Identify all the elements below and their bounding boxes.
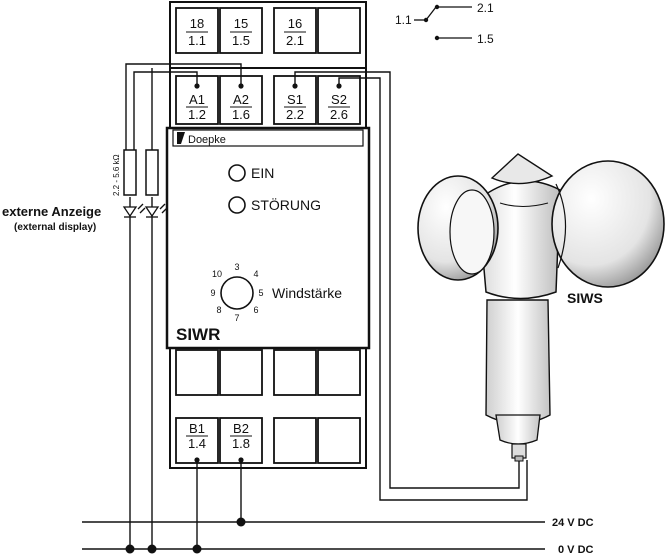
contact-nc-label: 2.1 [477,1,494,15]
doepke-logo-icon [177,132,185,144]
terminal-15-name: 15 [234,16,248,31]
terminal-18-name: 18 [190,16,204,31]
terminal-s1-name: S1 [287,92,303,107]
terminal-a1-name: A1 [189,92,205,107]
led-ein-label: EIN [251,165,274,181]
external-leds [122,203,168,218]
terminal-dots [194,83,342,463]
terminal-b1-code: 1.4 [188,436,206,451]
dial-number-6: 6 [253,305,258,315]
terminal-a2-name: A2 [233,92,249,107]
terminal-labels-bottom-2: B1 1.4 B2 1.8 [186,421,252,451]
terminal-labels-top-1: 18 1.1 15 1.5 16 2.1 [186,16,306,48]
dial-number-10: 10 [212,269,222,279]
led-ein: EIN [228,164,274,182]
dial-number-5: 5 [258,288,263,298]
led-ein-icon [228,164,246,182]
sensor-cup-right-icon [551,160,665,288]
dial-number-4: 4 [253,269,258,279]
contact-legend: 1.1 2.1 1.5 [395,1,494,46]
led-fault-label: STÖRUNG [251,196,321,213]
brand-strip: Doepke [172,129,364,147]
resistor-value: 2.2 - 5.6 kΩ [112,154,121,196]
brand-name: Doepke [188,134,226,146]
wind-sensor [417,153,665,462]
dial-number-8: 8 [216,305,221,315]
external-display-label: externe Anzeige [2,204,101,219]
switch-contact-icon [425,6,437,21]
terminal-16-name: 16 [288,16,302,31]
resistor-left-icon [123,149,137,196]
relay-model: SIWR [176,325,220,344]
terminal-a1-code: 1.2 [188,107,206,122]
terminal-b2-code: 1.8 [232,436,250,451]
terminal-row-bottom-1 [175,349,361,396]
external-display-label-en: (external display) [14,222,96,233]
terminal-a2-code: 1.6 [232,107,250,122]
supply-positive-label: 24 V DC [552,517,594,529]
led-stoerung: STÖRUNG [228,196,321,214]
terminal-b2-name: B2 [233,421,249,436]
resistor-right-icon [145,149,159,196]
terminal-row-top-2 [175,75,361,125]
resistors [123,149,159,196]
terminal-16-code: 2.1 [286,33,304,48]
led-left-icon [122,203,146,218]
terminal-s2-name: S2 [331,92,347,107]
terminal-labels-top-2: A1 1.2 A2 1.6 S1 2.2 S2 2.6 [186,92,350,122]
wiring [82,63,545,550]
dial-knob-icon [220,276,254,310]
relay-housing [165,1,371,469]
terminal-s2-code: 2.6 [330,107,348,122]
terminal-b1-name: B1 [189,421,205,436]
sensor-label: SIWS [567,290,603,306]
dial-label: Windstärke [272,285,342,301]
junction-dots [125,517,246,554]
terminal-s1-code: 2.2 [286,107,304,122]
terminal-row-bottom-2 [175,417,361,464]
dial-number-3: 3 [234,262,239,272]
terminal-15-code: 1.5 [232,33,250,48]
led-fault-icon [228,196,246,214]
led-right-icon [144,203,168,218]
contact-common-label: 1.1 [395,13,412,27]
supply-negative-label: 0 V DC [558,544,594,556]
dial-number-9: 9 [210,288,215,298]
wind-dial: 3 4 5 6 7 8 9 10 Windstärke [210,262,342,323]
contact-no-label: 1.5 [477,32,494,46]
terminal-18-code: 1.1 [188,33,206,48]
dial-number-7: 7 [234,313,239,323]
terminal-row-top-1 [175,7,361,54]
